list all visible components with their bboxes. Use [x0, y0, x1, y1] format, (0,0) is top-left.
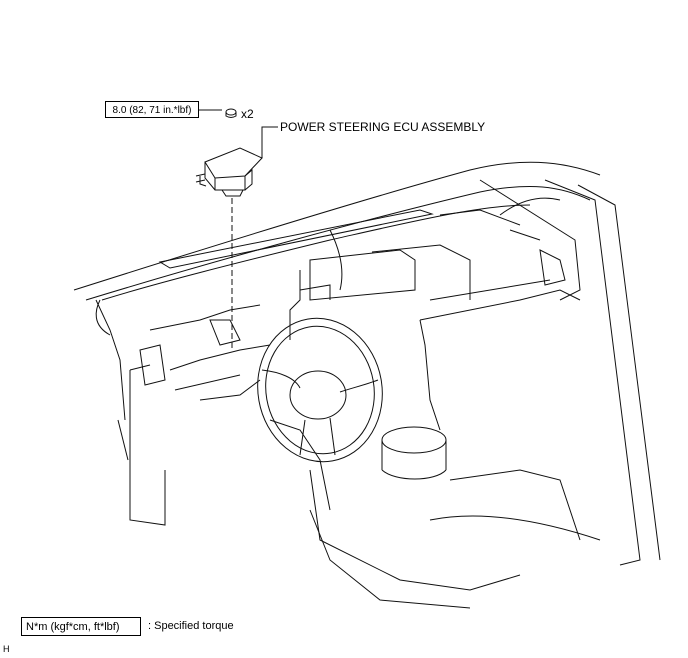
nut-icon	[225, 108, 237, 118]
figure-code: H	[3, 644, 10, 654]
torque-spec-box: 8.0 (82, 71 in.*lbf)	[105, 101, 199, 118]
fastener-count-label: x2	[241, 107, 254, 121]
cup-holder-drawing	[381, 426, 447, 480]
part-leader-line	[261, 126, 278, 158]
part-label: POWER STEERING ECU ASSEMBLY	[280, 120, 486, 134]
power-steering-ecu-drawing	[195, 147, 263, 197]
legend-unit-box: N*m (kgf*cm, ft*lbf)	[21, 617, 141, 636]
dashboard-outline	[73, 161, 661, 609]
legend-description: : Specified torque	[148, 620, 234, 632]
steering-wheel-drawing	[257, 317, 383, 463]
